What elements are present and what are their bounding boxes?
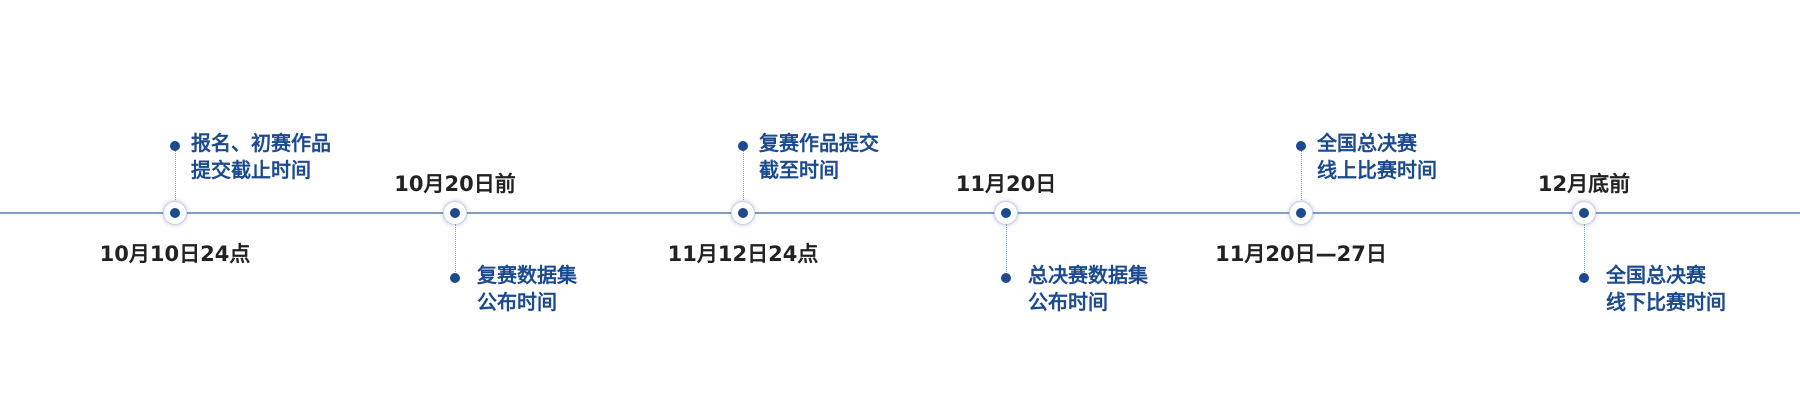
- connector: [743, 146, 744, 202]
- timeline-node-icon: [731, 201, 755, 225]
- event-date: 10月10日24点: [99, 242, 251, 266]
- timeline-node-icon: [1572, 201, 1596, 225]
- timeline-node-icon: [994, 201, 1018, 225]
- event-description: 全国总决赛线上比赛时间: [1317, 131, 1437, 182]
- bullet-icon: [170, 141, 180, 151]
- connector: [455, 224, 456, 278]
- event-description: 全国总决赛线下比赛时间: [1606, 263, 1726, 314]
- event-date: 12月底前: [1537, 172, 1631, 196]
- bullet-icon: [738, 141, 748, 151]
- bullet-icon: [450, 273, 460, 283]
- event-date: 11月12日24点: [667, 242, 819, 266]
- event-description: 复赛作品提交截至时间: [759, 131, 879, 182]
- timeline-node-icon: [443, 201, 467, 225]
- event-description: 复赛数据集公布时间: [477, 263, 577, 314]
- timeline-node-icon: [163, 201, 187, 225]
- event-description: 报名、初赛作品提交截止时间: [191, 131, 331, 182]
- timeline-axis: [0, 212, 1800, 214]
- connector: [1006, 224, 1007, 278]
- event-description: 总决赛数据集公布时间: [1028, 263, 1148, 314]
- bullet-icon: [1001, 273, 1011, 283]
- connector: [1301, 146, 1302, 202]
- bullet-icon: [1579, 273, 1589, 283]
- bullet-icon: [1296, 141, 1306, 151]
- event-date: 10月20日前: [394, 172, 516, 196]
- event-date: 11月20日—27日: [1215, 242, 1387, 266]
- connector: [175, 146, 176, 202]
- event-date: 11月20日: [955, 172, 1057, 196]
- timeline-node-icon: [1289, 201, 1313, 225]
- connector: [1584, 224, 1585, 278]
